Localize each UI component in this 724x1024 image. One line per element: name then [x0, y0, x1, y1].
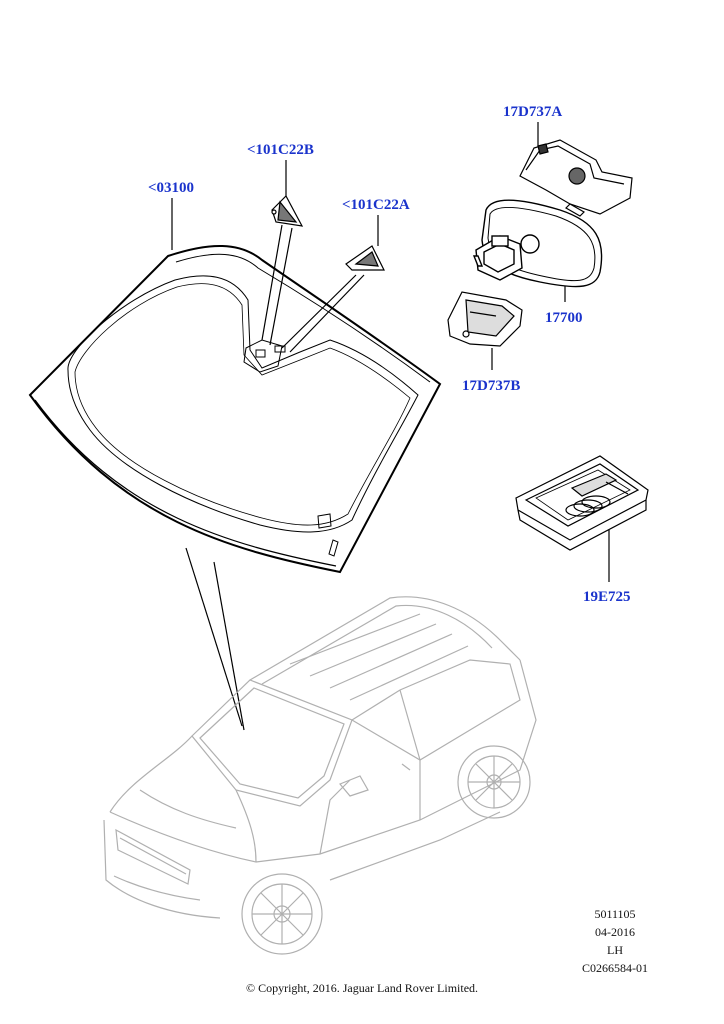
callout-rear-view-mirror[interactable]: 17700	[545, 310, 583, 326]
reference-number: 5011105	[594, 907, 636, 921]
callout-mirror-cover-a[interactable]: 17D737A	[503, 104, 563, 120]
callout-sensor-cover-a[interactable]: <101C22A	[342, 197, 410, 213]
reference-date: 04-2016	[595, 925, 635, 939]
mirror-cover-a-illustration	[519, 139, 633, 217]
leader-lines	[171, 122, 610, 731]
repair-kit-illustration	[515, 455, 649, 551]
sensor-cover-a-illustration	[345, 245, 385, 271]
reference-drawing-code: C0266584-01	[582, 961, 648, 975]
vehicle-outline-illustration	[103, 596, 537, 955]
mirror-cover-b-illustration	[447, 291, 523, 347]
reference-side: LH	[607, 943, 623, 957]
callout-windscreen[interactable]: <03100	[148, 180, 195, 196]
sensor-cover-b-illustration	[271, 195, 304, 227]
callout-repair-kit[interactable]: 19E725	[583, 589, 631, 605]
callout-sensor-cover-b[interactable]: <101C22B	[247, 142, 314, 158]
copyright-notice: © Copyright, 2016. Jaguar Land Rover Lim…	[245, 981, 479, 995]
callout-mirror-cover-b[interactable]: 17D737B	[462, 378, 521, 394]
rear-view-mirror-illustration	[472, 199, 603, 288]
windscreen-illustration	[28, 244, 442, 574]
